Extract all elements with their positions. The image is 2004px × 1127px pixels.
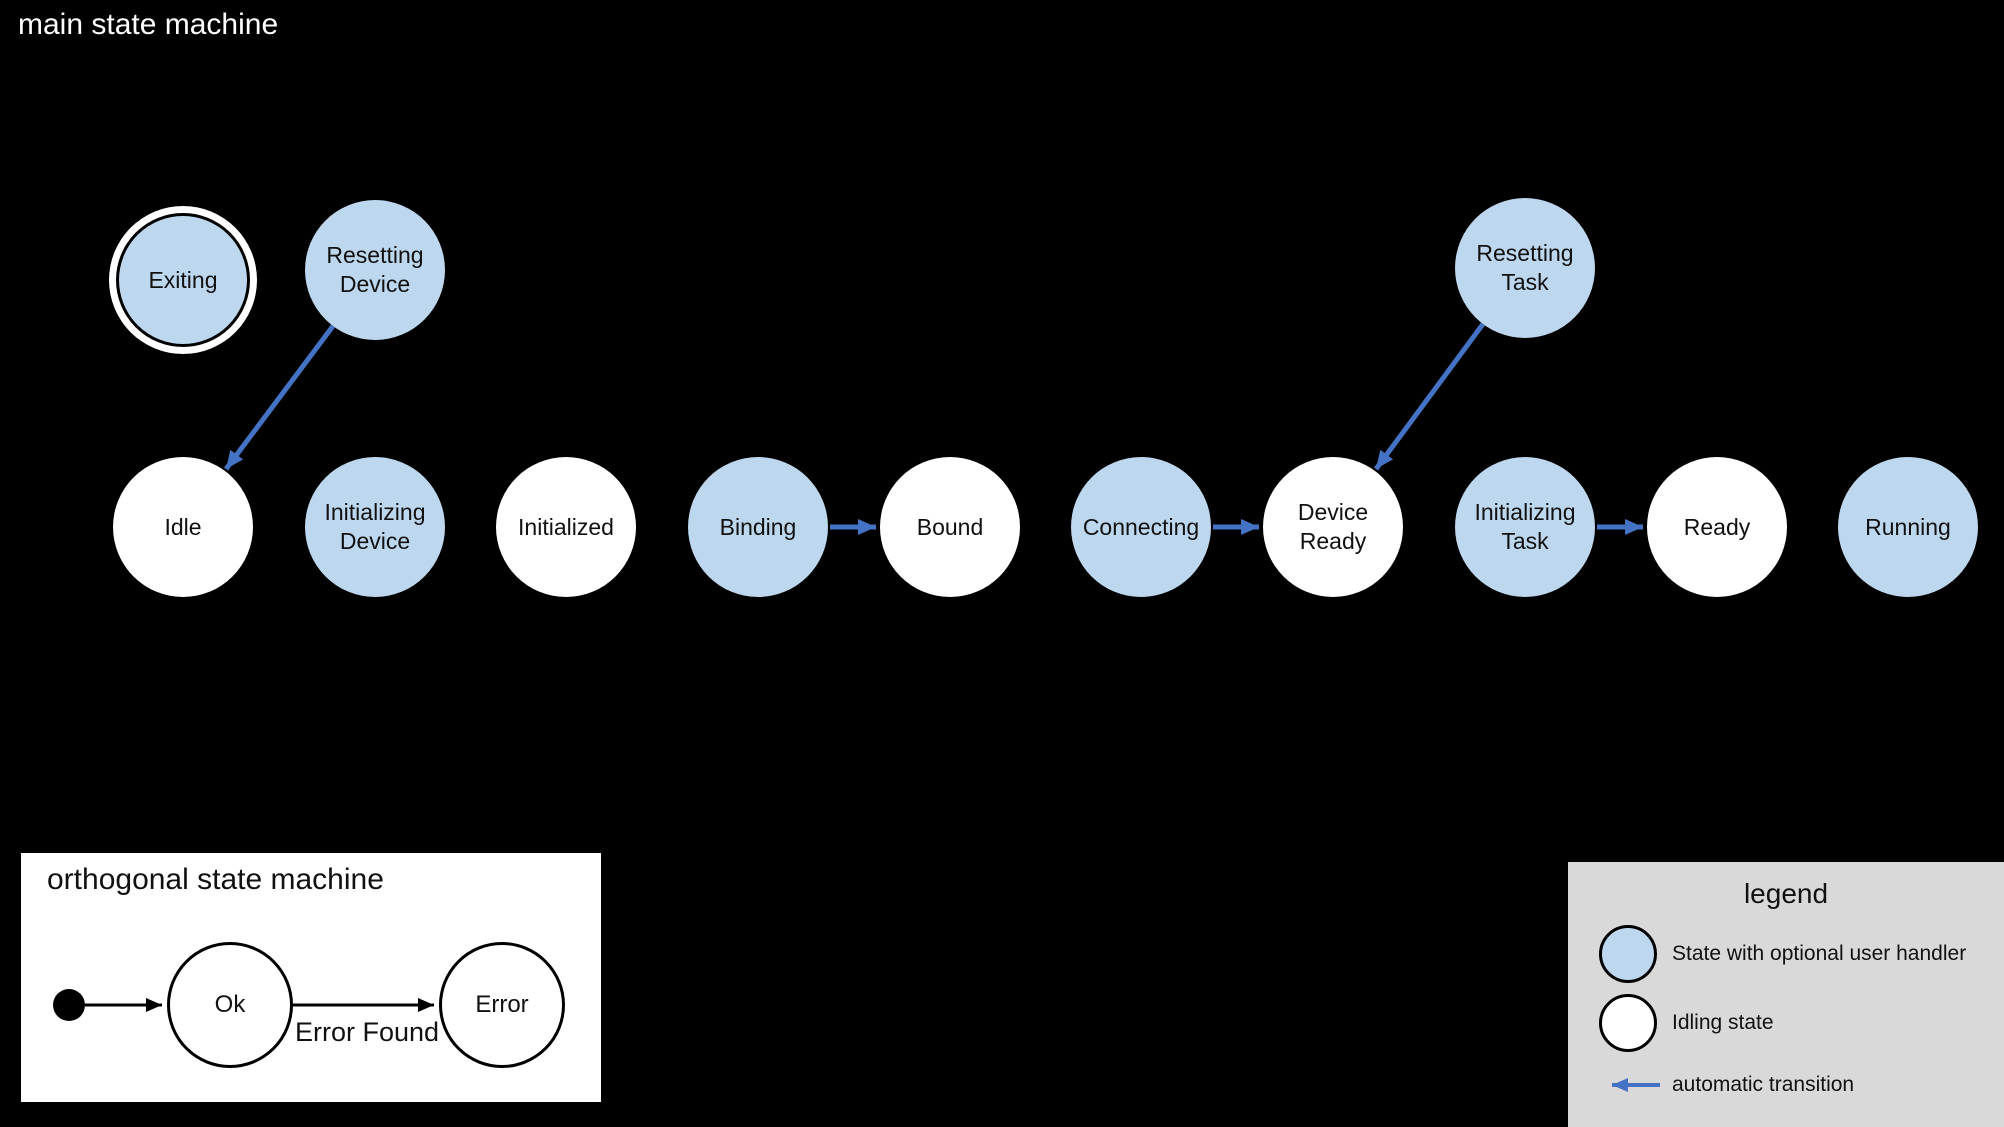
state-bound: Bound — [880, 457, 1020, 597]
transition-resetting-device-to-idle — [223, 324, 336, 471]
state-label: Running — [1865, 513, 1951, 540]
legend-item-label: Idling state — [1672, 1011, 1774, 1034]
state-connecting: Connecting — [1071, 457, 1211, 597]
orthogonal-machine-panel: orthogonal state machine Ok Error Error … — [18, 850, 604, 1105]
legend-title: legend — [1743, 878, 1829, 909]
state-label: Initializing Device — [324, 499, 426, 554]
transition-resetting-task-to-device-ready — [1373, 322, 1486, 471]
transition-label-error-found: Error Found — [294, 1017, 440, 1047]
state-label: Idle — [164, 513, 202, 540]
idling-state-swatch-icon — [1599, 994, 1657, 1052]
state-label: Resetting Task — [1476, 240, 1574, 295]
legend-item-label: automatic transition — [1672, 1073, 1855, 1096]
state-resetting-device: Resetting Device — [305, 200, 445, 340]
legend-item-label: State with optional user handler — [1672, 942, 1967, 965]
state-running: Running — [1838, 457, 1978, 597]
state-device-ready: Device Ready — [1263, 457, 1403, 597]
state-ok: Ok — [167, 942, 293, 1068]
state-label: Ok — [214, 991, 246, 1018]
state-label: Ready — [1683, 513, 1751, 540]
state-exiting: Exiting — [116, 213, 250, 347]
orthogonal-machine-title: orthogonal state machine — [47, 863, 384, 896]
state-label: Initializing Task — [1474, 499, 1576, 554]
state-ready: Ready — [1647, 457, 1787, 597]
state-label: Exiting — [148, 266, 218, 293]
main-machine-title: main state machine — [18, 8, 279, 41]
state-label: Error — [475, 991, 529, 1018]
state-label: Initialized — [518, 513, 614, 540]
state-initializing-task: Initializing Task — [1455, 457, 1595, 597]
state-label: Binding — [719, 513, 797, 540]
state-idle: Idle — [113, 457, 253, 597]
state-initialized: Initialized — [496, 457, 636, 597]
state-label: Bound — [916, 513, 984, 540]
legend-panel: legend State with optional user handler … — [1568, 862, 2004, 1127]
state-label: Resetting Device — [326, 242, 424, 297]
handler-state-swatch-icon — [1599, 925, 1657, 983]
state-binding: Binding — [688, 457, 828, 597]
state-resetting-task: Resetting Task — [1455, 198, 1595, 338]
state-label: Device Ready — [1297, 499, 1369, 554]
state-initializing-device: Initializing Device — [305, 457, 445, 597]
initial-state-dot — [53, 989, 85, 1021]
state-error: Error — [439, 942, 565, 1068]
state-label: Connecting — [1082, 513, 1200, 540]
automatic-transition-arrow-icon — [1612, 1078, 1660, 1092]
